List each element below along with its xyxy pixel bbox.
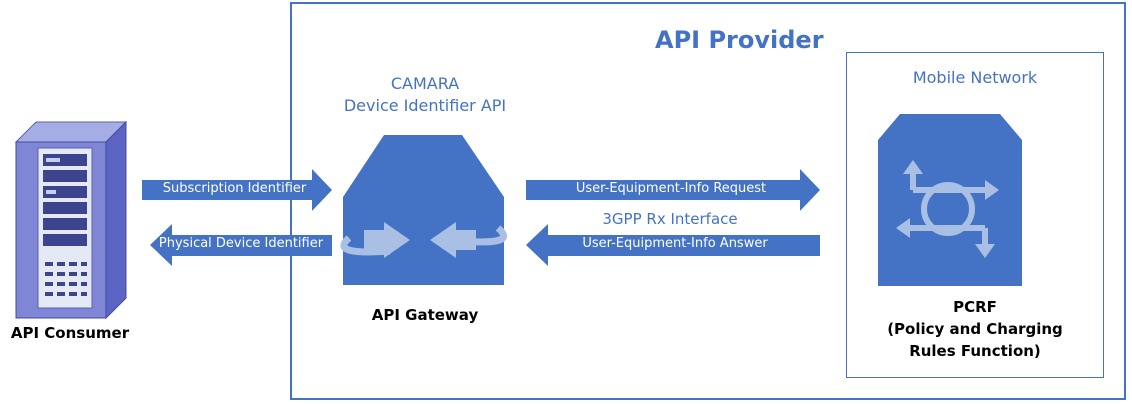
mobile-network-box [846, 52, 1104, 378]
pcrf-label-line2: (Policy and Charging [887, 320, 1063, 338]
ue-info-answer-label: User-Equipment-Info Answer [582, 236, 768, 251]
subscription-identifier-label: Subscription Identifier [162, 181, 307, 196]
ue-info-request-label: User-Equipment-Info Request [575, 181, 767, 196]
rx-interface-label: 3GPP Rx Interface [602, 210, 738, 228]
request-arrow [526, 169, 820, 211]
api-provider-title: API Provider [655, 26, 824, 54]
subscription-arrow [142, 169, 332, 211]
pcrf-label-line1: PCRF [953, 298, 997, 316]
pcrf-label-line3: Rules Function) [909, 342, 1041, 360]
physical-id-arrow [150, 224, 332, 266]
server-icon [14, 120, 128, 320]
pcrf-label: PCRF (Policy and Charging Rules Function… [846, 296, 1104, 362]
api-provider-box [290, 2, 1126, 400]
gateway-icon [340, 135, 507, 285]
camara-api-name: CAMARA Device Identifier API [325, 73, 525, 117]
answer-arrow [526, 224, 820, 266]
api-name-line2: Device Identifier API [343, 96, 507, 115]
mobile-network-title: Mobile Network [912, 68, 1038, 87]
physical-device-identifier-label: Physical Device Identifier [158, 236, 324, 251]
api-consumer-label: API Consumer [10, 324, 130, 342]
api-gateway-label: API Gateway [371, 306, 479, 324]
api-name-line1: CAMARA [390, 74, 460, 93]
pcrf-icon [878, 114, 1022, 286]
